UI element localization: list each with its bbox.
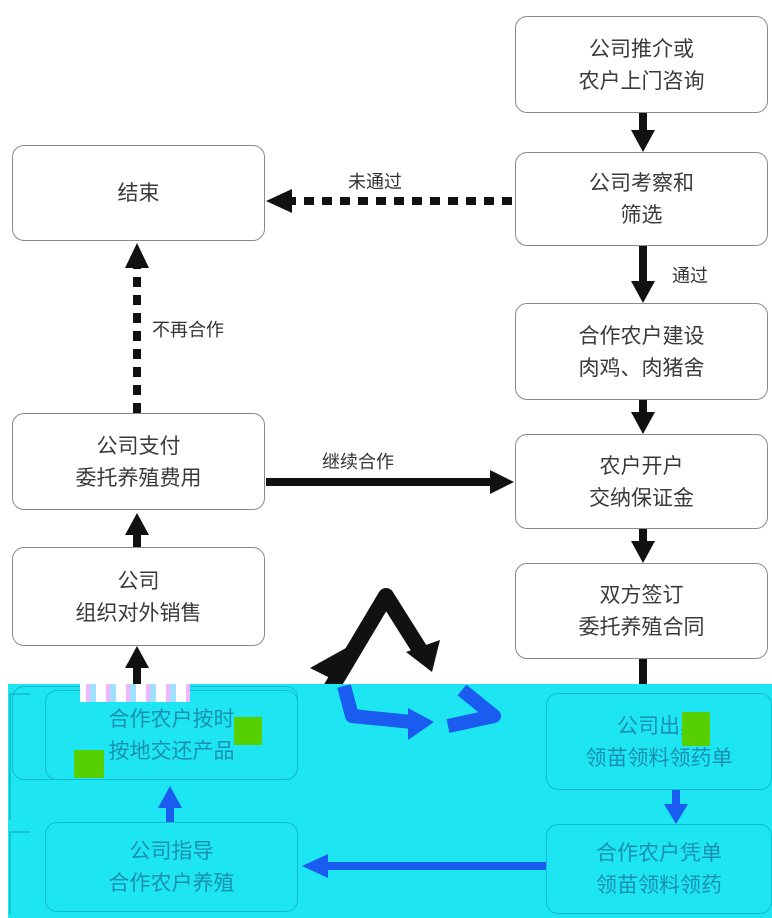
glitch-green-block-2 (74, 750, 104, 778)
node-receipt: 合作农户凭单 领苗领料领药 (546, 824, 772, 914)
recycle-symbol-lower (337, 684, 501, 740)
node-issue-line2: 领苗领料领药单 (585, 745, 733, 770)
node-contract: 双方签订 委托养殖合同 (515, 563, 768, 659)
node-contract-line1: 双方签订 (599, 583, 684, 607)
arrow-pay-to-end (125, 243, 149, 413)
node-sales-line2: 组织对外销售 (75, 600, 202, 625)
node-build: 合作农户建设 肉鸡、肉猪舍 (515, 303, 768, 400)
arrow-issue-to-receipt (664, 790, 688, 824)
arrow-inspect-to-build (631, 246, 655, 303)
node-inspect-line1: 公司考察和 (589, 171, 694, 195)
node-build-line1: 合作农户建设 (578, 323, 705, 348)
node-guide-line2: 合作农户养殖 (108, 871, 235, 895)
glitch-green-block (234, 717, 262, 745)
arrow-guide-to-deliver (158, 786, 182, 822)
node-deliver-line2: 按地交还产品 (108, 739, 235, 763)
node-end: 结束 (12, 145, 265, 241)
arrow-sales-to-pay (125, 513, 149, 547)
recycle-symbol (310, 588, 440, 695)
node-deliver: 合作农户按时 按地交还产品 (45, 690, 298, 780)
node-inspect: 公司考察和 筛选 (515, 152, 768, 246)
node-pay-line1: 公司支付 (96, 433, 181, 458)
glitch-strip (80, 684, 190, 702)
node-build-line2: 肉鸡、肉猪舍 (578, 355, 705, 380)
edge-label-continue: 继续合作 (322, 452, 394, 473)
arrow-receipt-to-guide (302, 854, 546, 878)
node-sales: 公司 组织对外销售 (12, 547, 265, 646)
node-inspect-line2: 筛选 (620, 203, 663, 227)
node-pay: 公司支付 委托养殖费用 (12, 413, 265, 510)
node-consult-line1: 公司推介或 (589, 36, 694, 61)
edge-label-passed: 通过 (672, 266, 708, 287)
node-deposit-line1: 农户开户 (599, 453, 684, 478)
arrow-pay-to-deposit (266, 470, 514, 494)
node-end-line1: 结束 (117, 181, 160, 205)
edge-label-no-more: 不再合作 (152, 320, 224, 341)
arrow-deposit-to-contract (631, 529, 655, 563)
node-issue: 公司出具 领苗领料领药单 (546, 693, 772, 790)
arrow-inspect-to-end (266, 189, 512, 213)
arrow-build-to-deposit (631, 400, 655, 434)
node-contract-line2: 委托养殖合同 (578, 615, 705, 639)
ghost-outline-2 (9, 831, 30, 914)
arrow-deliver-to-sales (125, 646, 149, 686)
node-pay-line2: 委托养殖费用 (75, 465, 202, 490)
node-guide: 公司指导 合作农户养殖 (45, 822, 298, 912)
node-guide-line1: 公司指导 (129, 839, 214, 863)
edge-label-not-passed: 未通过 (348, 172, 402, 193)
node-sales-line1: 公司 (117, 568, 160, 593)
arrow-consult-to-inspect (631, 113, 655, 152)
glitch-green-block-3 (682, 712, 710, 746)
node-receipt-line2: 领苗领料领药 (596, 873, 722, 897)
node-receipt-line1: 合作农户凭单 (596, 841, 722, 865)
node-deposit-line2: 交纳保证金 (589, 485, 694, 510)
node-consult: 公司推介或 农户上门咨询 (515, 16, 768, 113)
node-consult-line2: 农户上门咨询 (578, 68, 705, 93)
node-deliver-line1: 合作农户按时 (108, 707, 235, 731)
node-deposit: 农户开户 交纳保证金 (515, 434, 768, 529)
